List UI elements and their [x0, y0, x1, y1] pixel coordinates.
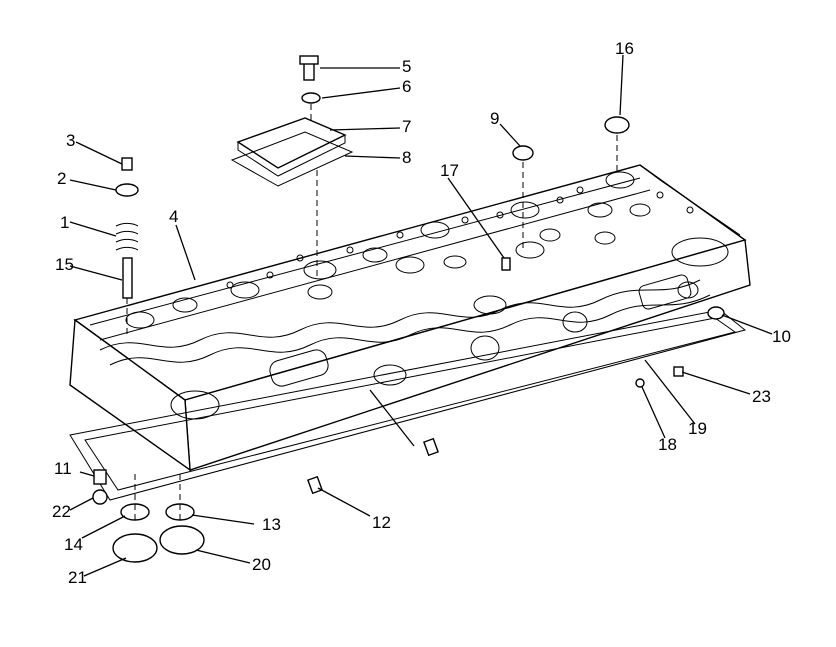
callout-8: 8 — [402, 148, 411, 167]
callout-12: 12 — [372, 513, 391, 532]
head-ports — [125, 171, 729, 329]
callout-13: 13 — [262, 515, 281, 534]
valve-spring-assembly — [115, 157, 139, 335]
callout-6: 6 — [402, 77, 411, 96]
cylinder-head-body — [69, 164, 751, 472]
callout-10: 10 — [772, 327, 791, 346]
callout-7: 7 — [402, 117, 411, 136]
callout-1: 1 — [60, 213, 69, 232]
callout-19: 19 — [688, 419, 707, 438]
callout-2: 2 — [57, 169, 66, 188]
callout-22: 22 — [52, 502, 71, 521]
callout-9: 9 — [490, 109, 499, 128]
callout-17: 17 — [440, 161, 459, 180]
seal-parts — [501, 116, 630, 271]
callout-18: 18 — [658, 435, 677, 454]
callout-20: 20 — [252, 555, 271, 574]
head-front-features — [170, 274, 699, 420]
callout-16: 16 — [615, 39, 634, 58]
callout-21: 21 — [68, 568, 87, 587]
callout-3: 3 — [66, 131, 75, 150]
callout-4: 4 — [169, 207, 178, 226]
callout-14: 14 — [64, 535, 83, 554]
callout-23: 23 — [752, 387, 771, 406]
valve-cover-assembly — [230, 55, 354, 280]
callout-11: 11 — [54, 459, 72, 478]
leader-lines — [69, 54, 773, 577]
callout-5: 5 — [402, 57, 411, 76]
callout-15: 15 — [55, 255, 74, 274]
callout-labels: 1 2 3 4 5 6 7 8 9 10 11 12 13 14 15 16 1… — [52, 39, 791, 587]
lower-parts — [92, 306, 725, 563]
